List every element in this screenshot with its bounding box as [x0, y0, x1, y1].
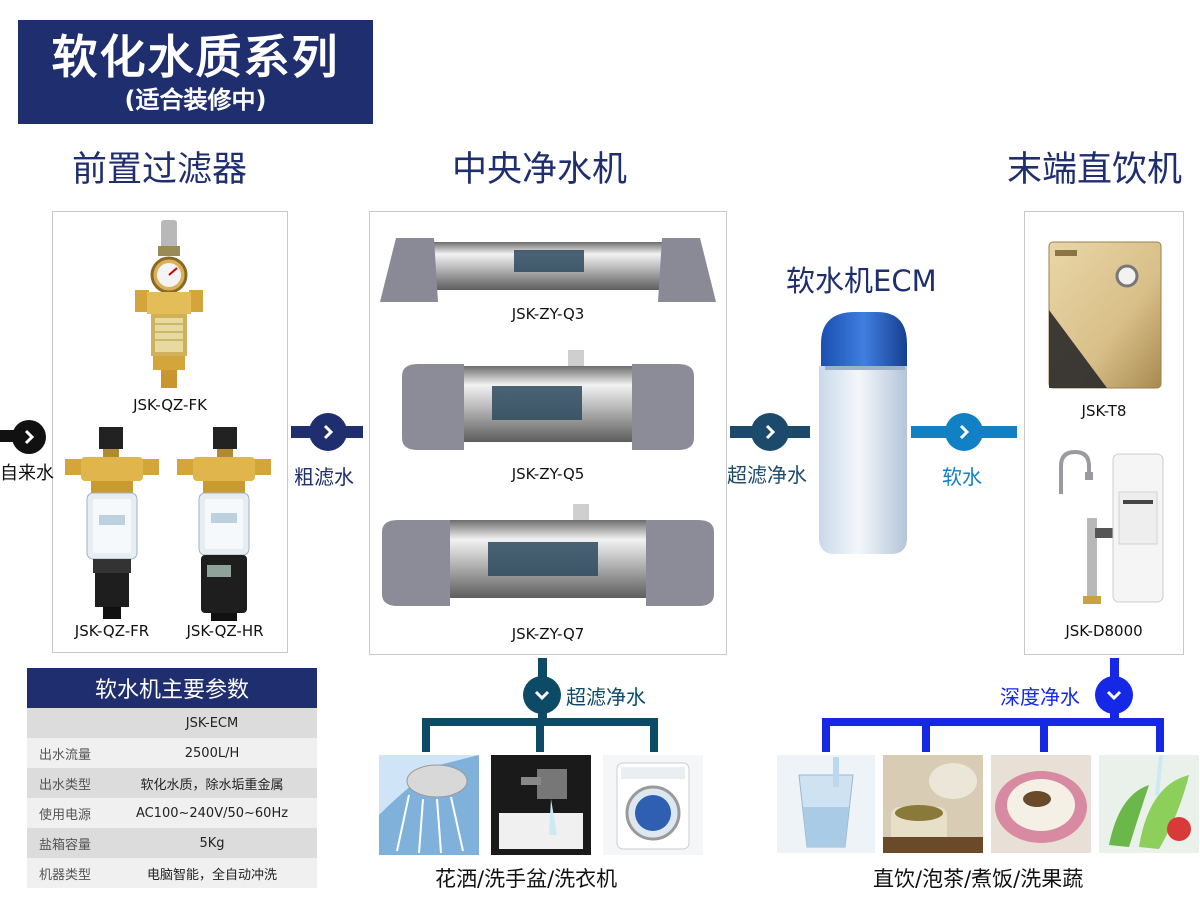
- model-label-t8: JSK-T8: [1081, 402, 1127, 420]
- central-branch-right: [650, 718, 658, 752]
- softener-ecm-image: [819, 312, 907, 554]
- drinking-glass-image: [777, 755, 875, 853]
- central-q5-image: [402, 350, 694, 450]
- central-branch-left: [422, 718, 430, 752]
- param-key: 出水流量: [39, 747, 92, 763]
- central-panel: JSK-ZY-Q3 JSK-ZY-Q5 JSK-ZY-Q7: [369, 211, 727, 655]
- usage-right-label: 直饮/泡茶/煮饭/洗果蔬: [873, 867, 1084, 891]
- prefilter-heading: 前置过滤器: [72, 150, 248, 190]
- terminal-t8-image: [1048, 241, 1162, 389]
- param-key: 机器类型: [39, 867, 92, 883]
- soft-water-label: 软水: [942, 465, 982, 489]
- central-q3-image: [380, 238, 716, 302]
- model-label-q7: JSK-ZY-Q7: [511, 625, 585, 643]
- param-value: JSK-ECM: [185, 715, 239, 731]
- vegetables-image: [1099, 755, 1199, 853]
- series-title-banner: 软化水质系列 (适合装修中): [18, 20, 373, 124]
- param-value: AC100~240V/50~60Hz: [135, 805, 289, 821]
- series-subtitle: (适合装修中): [124, 86, 267, 114]
- soft-water-arrow-icon: [945, 413, 983, 451]
- terminal-branch-3: [1040, 718, 1048, 752]
- param-value: 软化水质，除水垢重金属: [140, 777, 284, 793]
- param-key: 使用电源: [39, 807, 92, 823]
- series-title: 软化水质系列: [51, 30, 340, 84]
- central-q7-image: [382, 504, 714, 606]
- params-table: 软水机主要参数 JSK-ECM 出水流量 2500L/H 出水类型 软化水质，除…: [27, 668, 317, 888]
- prefilter-hr-image: [177, 427, 271, 621]
- model-label-d8000: JSK-D8000: [1065, 622, 1143, 640]
- tea-image: [883, 755, 983, 853]
- rice-image: [991, 755, 1091, 853]
- param-key: 盐箱容量: [39, 837, 92, 853]
- param-value: 2500L/H: [184, 745, 240, 761]
- params-heading: 软水机主要参数: [27, 668, 317, 708]
- param-value: 电脑智能，全自动冲洗: [146, 867, 277, 883]
- terminal-panel: JSK-T8 JSK-D8000: [1024, 211, 1184, 655]
- prefilter-panel: JSK-QZ-FK JSK-QZ-FR JSK-QZ-HR: [52, 211, 288, 653]
- terminal-branch-4: [1156, 718, 1164, 752]
- prefilter-fk-image: [135, 220, 203, 388]
- shower-image: [379, 755, 479, 855]
- param-value: 5Kg: [199, 835, 225, 851]
- usage-left-label: 花洒/洗手盆/洗衣机: [435, 867, 618, 891]
- washbasin-image: [491, 755, 591, 855]
- ultra-below-label: 超滤净水: [566, 685, 646, 709]
- terminal-branch-2: [922, 718, 930, 752]
- param-key: 出水类型: [39, 777, 92, 793]
- model-label-fr: JSK-QZ-FR: [74, 622, 150, 640]
- terminal-heading: 末端直饮机: [1007, 150, 1183, 190]
- params-row: 盐箱容量 5Kg: [27, 828, 317, 858]
- deep-label: 深度净水: [1000, 685, 1080, 709]
- terminal-branch-bar: [822, 718, 1164, 726]
- model-label-fk: JSK-QZ-FK: [133, 396, 207, 414]
- terminal-d8000-image: [1059, 449, 1164, 604]
- model-label-q5: JSK-ZY-Q5: [511, 465, 585, 483]
- central-branch-mid: [536, 718, 544, 752]
- tap-water-arrow-icon: [12, 420, 46, 454]
- params-row: JSK-ECM: [27, 708, 317, 738]
- prefilter-fr-image: [65, 427, 159, 619]
- terminal-branch-1: [822, 718, 830, 752]
- params-row: 使用电源 AC100~240V/50~60Hz: [27, 798, 317, 828]
- ultra-water-label: 超滤净水: [727, 463, 807, 487]
- softener-heading: 软水机ECM: [786, 264, 937, 298]
- deep-down-arrow-icon: [1095, 676, 1133, 714]
- washing-machine-image: [603, 755, 703, 855]
- coarse-water-arrow-icon: [309, 413, 347, 451]
- ultra-water-arrow-icon: [751, 413, 789, 451]
- model-label-hr: JSK-QZ-HR: [186, 622, 264, 640]
- coarse-water-label: 粗滤水: [294, 465, 354, 489]
- params-row: 机器类型 电脑智能，全自动冲洗: [27, 858, 317, 888]
- central-heading: 中央净水机: [452, 150, 628, 190]
- params-row: 出水类型 软化水质，除水垢重金属: [27, 768, 317, 798]
- tap-water-label: 自来水: [0, 463, 54, 484]
- params-row: 出水流量 2500L/H: [27, 738, 317, 768]
- ultra-down-arrow-icon: [523, 676, 561, 714]
- model-label-q3: JSK-ZY-Q3: [511, 305, 585, 323]
